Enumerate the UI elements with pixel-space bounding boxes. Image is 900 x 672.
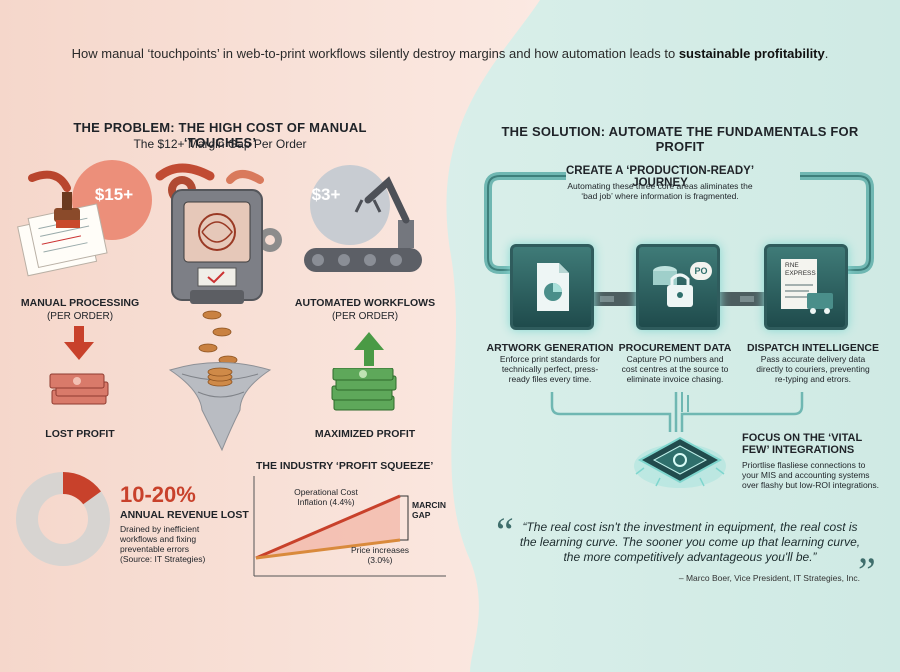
problem-subheading: The $12+ Margin Gap Per Order <box>133 137 307 151</box>
vital-few-description: Priortlise flasliese connections to your… <box>742 460 892 490</box>
doc-text-line: EXPRESS <box>785 270 816 277</box>
revenue-lost-donut <box>16 472 110 566</box>
dispatch-desc-line: Pass accurate delivery data <box>760 354 866 364</box>
revenue-lost-description: Drained by inefficient workflows and fix… <box>120 524 250 564</box>
cost-label-line: Inflation (4.4%) <box>297 497 355 507</box>
maximized-profit-label: MAXIMIZED PROFIT <box>314 428 416 440</box>
subtitle-emphasis: sustainable profitability <box>678 46 825 61</box>
price-label-line: (3.0%) <box>367 555 393 565</box>
up-arrow-icon <box>354 332 384 366</box>
automated-workflows-label: AUTOMATED WORKFLOWS <box>294 297 436 309</box>
procurement-title: PROCUREMENT DATA <box>618 342 732 354</box>
subtitle-text: How manual ‘touchpoints’ in web-to-print… <box>71 46 679 61</box>
cost-inflation-label: Operational Cost Inflation (4.4%) <box>286 487 366 507</box>
revenue-desc-line: preventable errors <box>120 544 189 554</box>
artwork-desc-line: Enforce print standards for <box>499 354 601 364</box>
revenue-source: (Source: IT Strategies) <box>120 554 206 564</box>
dispatch-card <box>764 244 848 330</box>
robotic-conveyor-illustration <box>304 165 422 272</box>
dispatch-delivery-icon <box>781 259 833 314</box>
profit-squeeze-title: THE INDUSTRY ‘PROFIT SQUEEZE’ <box>256 460 434 472</box>
manual-per-order: (PER ORDER) <box>46 311 114 322</box>
revenue-lost-title: ANNUAL REVENUE LOST <box>120 509 249 521</box>
revenue-desc-line: Drained by inefficient <box>120 524 200 534</box>
vital-desc-line: over flashy but low-ROI integrations. <box>742 480 880 490</box>
po-badge: PO <box>690 262 712 280</box>
integration-chip-icon <box>634 436 726 488</box>
integration-connectors <box>550 392 804 432</box>
gap-label-line: MARCIN <box>412 500 446 510</box>
quote-line: “The real cost isn't the investment in e… <box>522 520 858 534</box>
journey-desc-line: Automating these three core areas alimin… <box>567 181 753 191</box>
down-arrow-icon <box>64 326 94 360</box>
dispatch-text: DISPATCH INTELLIGENCE Pass accurate deli… <box>738 342 888 384</box>
revenue-desc-line: workflows and fixing <box>120 534 197 544</box>
revenue-lost-percent: 10-20% <box>120 482 196 507</box>
page-subtitle: How manual ‘touchpoints’ in web-to-print… <box>60 46 840 61</box>
vital-title-line: FEW’ INTEGRATIONS <box>742 444 855 456</box>
dispatch-doc-text: RNE EXPRESS <box>785 262 816 278</box>
profit-squeeze-chart <box>253 476 446 577</box>
manual-paperwork-illustration <box>17 160 152 277</box>
margin-gap-label: MARCIN GAP <box>412 500 446 520</box>
procurement-lock-icon <box>653 266 693 307</box>
vital-title-line: FOCUS ON THE ‘VITAL <box>742 432 863 444</box>
artwork-card <box>510 244 594 330</box>
profit-draining-machine-illustration <box>155 163 282 452</box>
problem-heading: THE PROBLEM: THE HIGH COST OF MANUAL ‘TO… <box>73 120 367 150</box>
procurement-desc-line: Capture PO numbers and <box>626 354 724 364</box>
cost-label-line: Operational Cost <box>294 487 358 497</box>
price-increase-label: Price increases (3.0%) <box>340 545 420 565</box>
procurement-text: PROCUREMENT DATA Capture PO numbers and … <box>610 342 740 384</box>
journey-desc-line: ‘bad job’ where information is fragmente… <box>581 191 739 201</box>
automated-per-order: (PER ORDER) <box>331 311 399 322</box>
subtitle-end: . <box>824 46 829 61</box>
artwork-title: ARTWORK GENERATION <box>486 342 614 354</box>
artwork-desc-line: technically perfect, press- <box>501 364 599 374</box>
artwork-document-icon <box>537 263 569 311</box>
gap-label-line: GAP <box>412 510 431 520</box>
dispatch-desc-line: directly to couriers, preventing <box>756 364 870 374</box>
artwork-text: ARTWORK GENERATION Enforce print standar… <box>486 342 614 384</box>
testimonial-quote: “The real cost isn't the investment in e… <box>500 520 880 565</box>
quote-attribution: – Marco Boer, Vice President, IT Strateg… <box>678 573 860 583</box>
journey-title: CREATE A ‘PRODUCTION-READY’ JOURNEY <box>565 165 755 189</box>
close-quote-icon: ” <box>858 549 876 594</box>
open-quote-icon: “ <box>496 509 514 554</box>
automated-cost-badge: $3+ <box>311 185 341 204</box>
solution-heading: THE SOLUTION: AUTOMATE THE FUNDAMENTALS … <box>501 124 859 154</box>
series-cost-line <box>255 494 401 560</box>
quote-line: the more competitively advantageous you'… <box>563 550 817 564</box>
dispatch-desc-line: re-typing and etrors. <box>774 374 852 384</box>
vital-desc-line: Priortlise flasliese connections to <box>742 460 866 470</box>
artwork-desc-line: ready files every time. <box>508 374 592 384</box>
procurement-desc-line: cost centres at the source to <box>621 364 729 374</box>
vital-few-title: FOCUS ON THE ‘VITAL FEW’ INTEGRATIONS <box>742 432 862 456</box>
procurement-desc-line: eliminate invoice chasing. <box>626 374 724 384</box>
doc-text-line: RNE <box>785 262 799 269</box>
lost-profit-label: LOST PROFIT <box>45 428 115 440</box>
procurement-card <box>636 244 720 330</box>
quote-line: the learning curve. The sooner you come … <box>519 535 861 549</box>
lost-cash-stack-icon <box>49 373 109 405</box>
manual-processing-label: MANUAL PROCESSING <box>20 297 140 309</box>
revenue-lost-slice <box>63 472 102 505</box>
vital-desc-line: your MIS and accounting systems <box>742 470 870 480</box>
maximized-cash-stack-icon <box>331 368 397 411</box>
price-label-line: Price increases <box>350 545 410 555</box>
manual-cost-badge: $15+ <box>94 185 134 204</box>
dispatch-title: DISPATCH INTELLIGENCE <box>746 342 880 354</box>
series-price-line <box>255 538 401 560</box>
gap-bracket <box>400 495 409 541</box>
journey-description: Automating these three core areas alimin… <box>540 181 780 201</box>
